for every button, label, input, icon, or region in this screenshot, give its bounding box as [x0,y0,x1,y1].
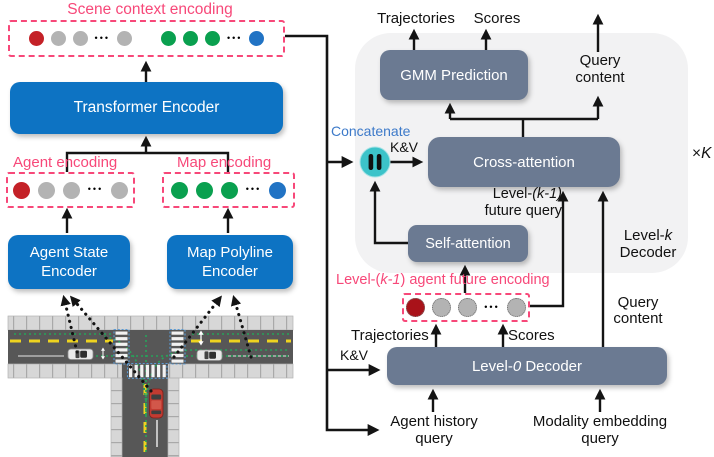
gmm-prediction-box: GMM Prediction [380,50,528,100]
cross-attention-box: Cross-attention [428,137,620,187]
agent-history-query-label: Agent history query [390,413,478,447]
dotted-arrow-redcar-to-agent-encoder [69,295,153,393]
kv-label-bottom: K&V [340,347,369,363]
sidewalk-vertical-right [167,377,180,457]
scene-to-encoder-dotted-arrows [60,294,253,393]
trunk-to-agent-history [285,34,380,436]
green-token-circle [220,181,238,199]
future-encoding-title: Level-(k-1) agent future encoding [336,272,550,288]
green-token-circle [183,31,198,46]
red-token-circle [12,181,30,199]
blue-token-circle [269,181,287,199]
map-polyline-encoder-label-line2: Encoder [202,263,258,280]
sidewalk-vertical-left [110,377,123,457]
dotted-arrow-lane-to-map-encoder [230,294,253,359]
road-horizontal [8,330,293,364]
green-token-circle [195,181,213,199]
scene-token-row: ••• ••• [10,22,283,55]
agent-state-encoder-label-line1: Agent State [29,244,109,261]
gray-token-circle [432,298,452,317]
agent-state-encoder-box: Agent State Encoder [8,235,130,289]
map-encoding-title: Map encoding [177,154,272,171]
concatenate-label: Concatenate [331,123,411,139]
map-polyline-encoder-label-line1: Map Polyline [187,244,273,261]
map-encoding-box: ••• [162,172,295,208]
agent-encoding-box: ••• [6,172,135,208]
transformer-encoder-label: Transformer Encoder [73,99,220,116]
ellipsis-tokens: ••• [484,301,500,312]
green-token-circle [161,31,176,46]
ellipsis-tokens: ••• [227,32,243,43]
ellipsis-tokens: ••• [87,184,104,194]
trajectories-output-label: Trajectories [377,10,455,27]
yellow-center-lines [10,339,291,456]
arrow-future-query-to-cross [530,190,569,308]
sidewalk-bottom-right [167,363,294,379]
gmm-prediction-label: GMM Prediction [400,66,508,84]
ellipsis-tokens: ••• [245,184,262,194]
sidewalk-bottom-left [7,363,123,379]
agent-token-row: ••• [8,174,133,206]
context-trunk-line [285,34,381,436]
merge-connector [65,151,230,172]
gray-token-circle [37,181,55,199]
gray-token-circle [50,31,66,46]
gray-token-circle [72,31,88,46]
modality-embedding-query-label: Modality embedding query [532,413,668,447]
road-scene-image [7,315,294,457]
level-k-decoder-label: Level-k Decoder [619,227,677,261]
encoder-flow-arrows [61,60,234,233]
self-attention-label: Self-attention [425,235,511,252]
ellipsis-tokens: ••• [94,32,110,43]
darkred-token-circle [406,298,426,317]
scores-output-label: Scores [473,10,521,27]
level-0-decoder-label: Level-0 Decoder [471,357,583,375]
map-token-row: ••• [164,174,293,206]
kv-label-top: K&V [390,139,419,155]
scores-in-label: Scores [508,327,555,344]
future-token-row: ••• [404,295,528,320]
map-polyline-encoder-box: Map Polyline Encoder [167,235,293,289]
crosswalk-bottom [126,362,168,379]
dotted-arrow-crosswalk-to-map-encoder [172,295,222,359]
green-token-circle [205,31,220,46]
decoder-flow-arrows [369,13,609,412]
red-car [149,388,164,419]
scene-context-encoding-box: ••• ••• [8,20,285,57]
query-content-output-label: Query content [575,52,625,86]
self-attention-box: Self-attention [408,225,528,262]
sedan-west [67,348,94,360]
agent-state-encoder-label-line2: Encoder [41,263,97,280]
agent-encoding-title: Agent encoding [13,154,118,171]
level-0-decoder-box: Level-0 Decoder [387,347,667,385]
future-encoding-box: ••• [402,293,530,322]
cross-attn-output-split [450,117,598,137]
sedan-east [196,349,223,361]
transformer-encoder-box: Transformer Encoder [10,82,283,134]
times-k-label: ×K [692,145,712,162]
trajectories-in-label: Trajectories [351,327,429,344]
crosswalk-right [169,328,186,365]
future-query-label: Level-(k-1) future query [484,186,562,219]
two-way-arrow-icon [101,330,204,360]
red-token-circle [28,31,44,46]
blue-token-circle [249,31,265,46]
scene-context-encoding-title: Scene context encoding [67,1,233,18]
sidewalk-top [7,315,294,331]
gray-token-circle [506,298,526,317]
lane-trajectory-dots [14,332,290,452]
cross-attention-label: Cross-attention [473,153,575,171]
query-content-right-label: Query content [613,294,663,327]
gray-token-circle [458,298,478,317]
concatenate-node-icon [359,146,391,178]
green-token-circle [170,181,188,199]
arrow-self-to-concat [369,180,408,245]
gray-token-circle [111,181,129,199]
gray-token-circle [117,31,132,46]
gray-token-circle [62,181,80,199]
